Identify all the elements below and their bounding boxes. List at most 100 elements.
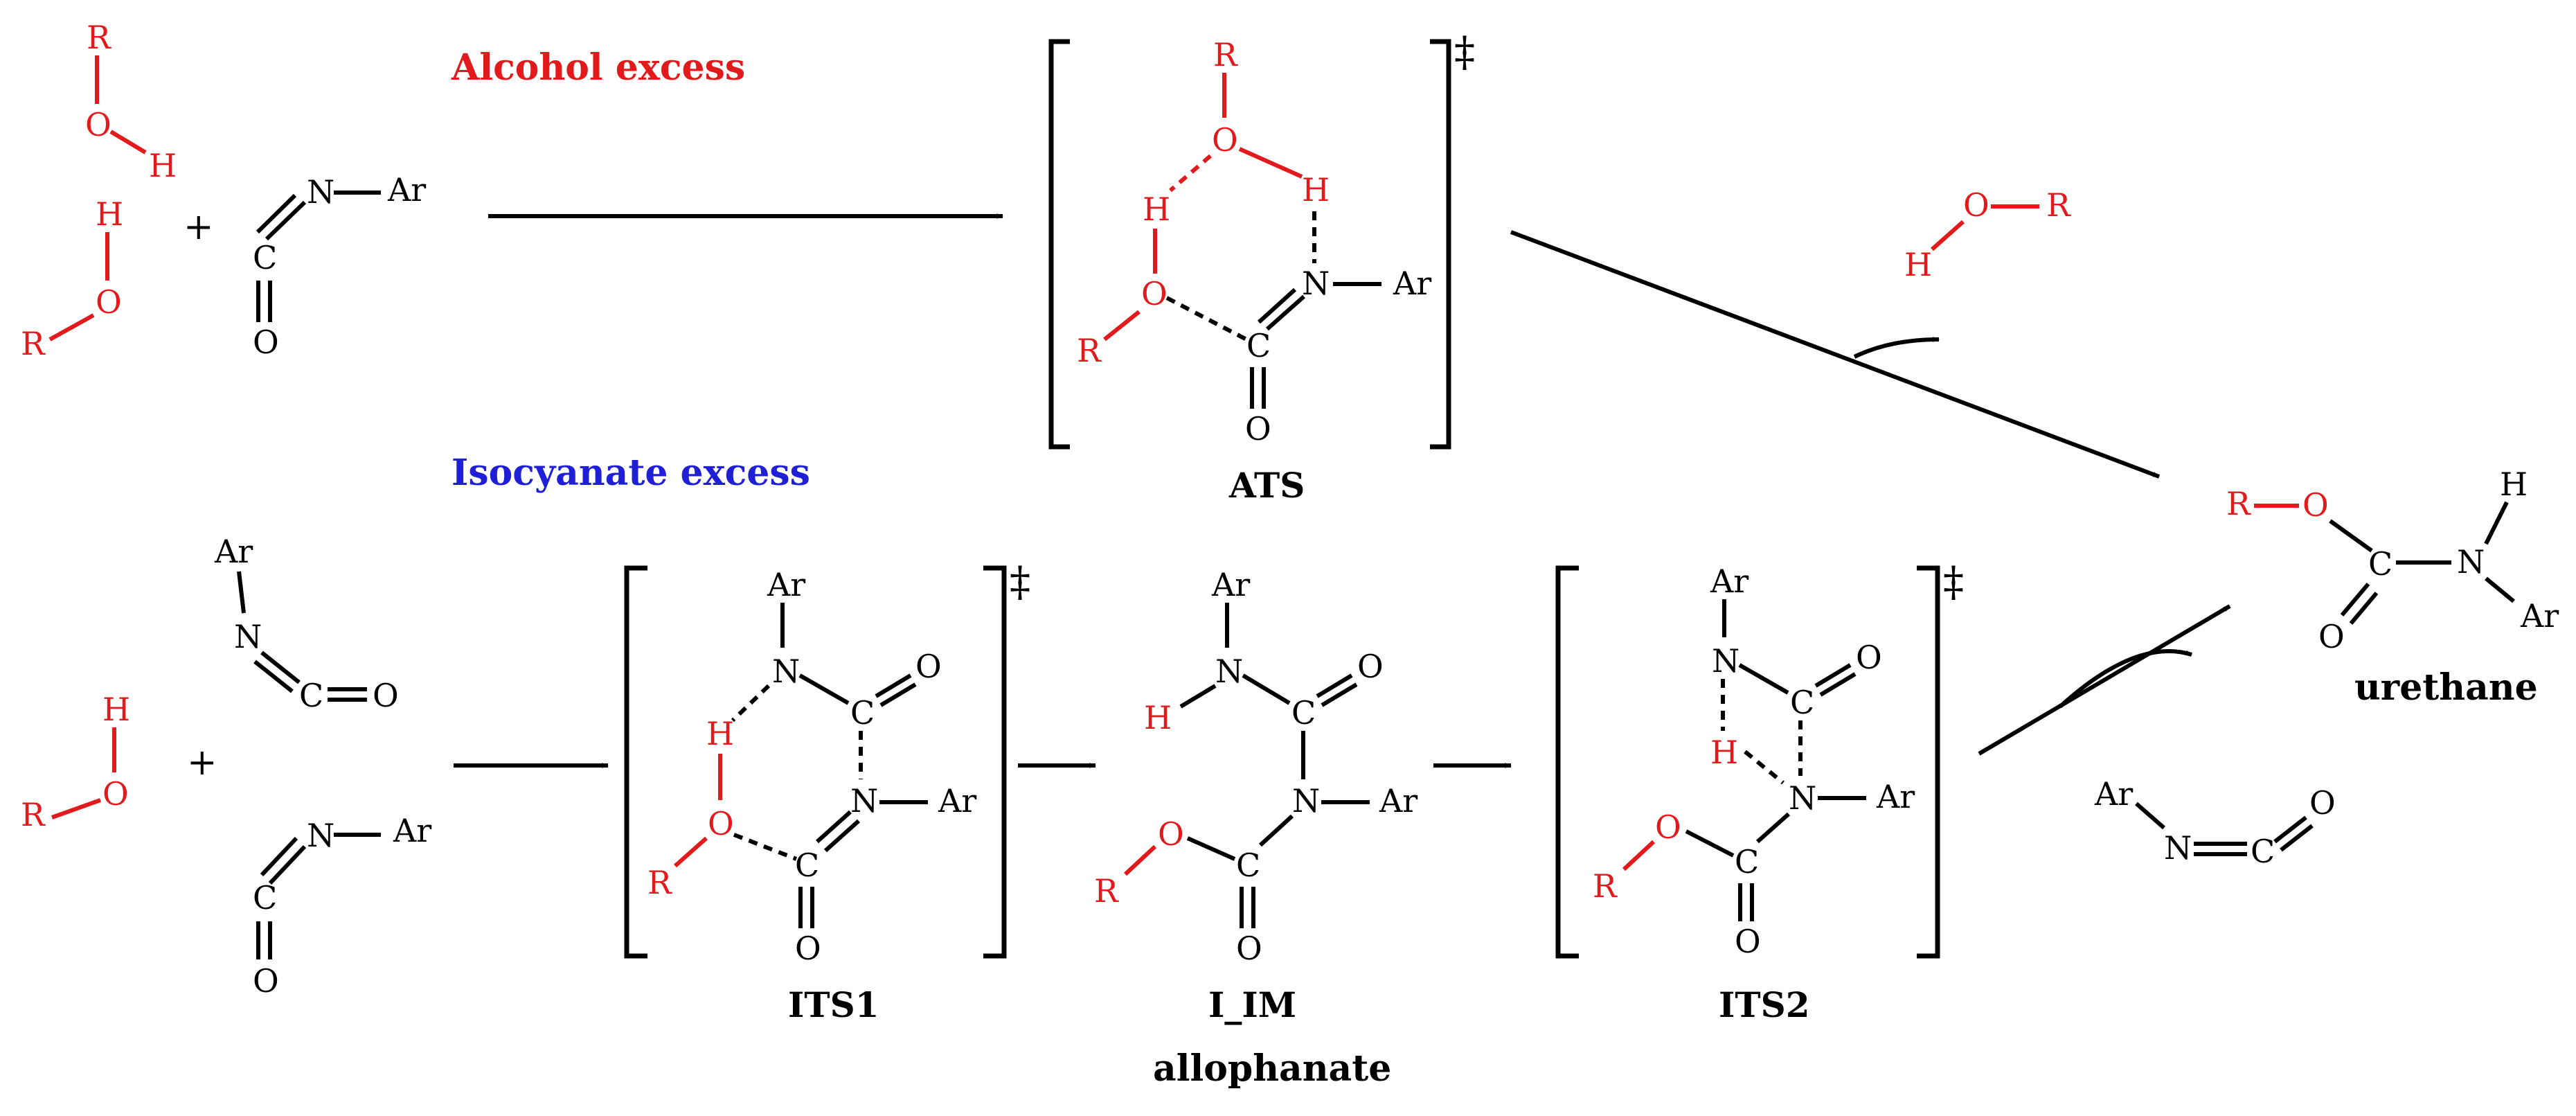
bond-line bbox=[624, 565, 647, 959]
atom-c: C bbox=[1735, 843, 1759, 880]
bond-line bbox=[1685, 829, 1735, 858]
atom-ar: Ar bbox=[2520, 597, 2559, 635]
bond-line bbox=[1169, 154, 1212, 193]
atom-n: N bbox=[234, 618, 262, 655]
its1-transition-state: ‡ Ar N C O H O R N Ar C O bbox=[624, 558, 1030, 967]
atom-ar: Ar bbox=[1393, 265, 1431, 302]
atom-o: O bbox=[1357, 648, 1384, 685]
bond-line bbox=[2273, 815, 2307, 844]
atom-double_dagger: ‡ bbox=[1010, 558, 1030, 606]
atom-n: N bbox=[1789, 779, 1816, 817]
urethane-product: R O C N H Ar O bbox=[2226, 466, 2559, 655]
bond-line bbox=[256, 193, 297, 234]
atom-double_dagger: ‡ bbox=[1454, 28, 1475, 76]
atom-h: H bbox=[2500, 466, 2528, 503]
i-im-allophanate: Ar N H C O N Ar C O R O bbox=[1094, 566, 1417, 967]
atom-o: O bbox=[1856, 639, 1882, 676]
bond-line bbox=[1744, 750, 1785, 785]
arrow-ats-to-urethane bbox=[1510, 230, 2161, 479]
bond-line bbox=[1622, 840, 1656, 871]
atom-double_dagger: ‡ bbox=[1943, 558, 1964, 606]
atom-r: R bbox=[2226, 485, 2251, 522]
atom-c: C bbox=[1236, 847, 1260, 884]
atom-ar: Ar bbox=[393, 812, 431, 849]
atom-n: N bbox=[1215, 653, 1243, 690]
bond-line bbox=[1756, 812, 1790, 844]
bond-line bbox=[1555, 565, 1579, 959]
atom-ar: Ar bbox=[2094, 775, 2133, 813]
bond-line bbox=[1179, 684, 1217, 709]
atom-h: H bbox=[1302, 171, 1330, 209]
bond-line bbox=[2484, 501, 2509, 545]
atom-n: N bbox=[307, 817, 334, 854]
atom-o: O bbox=[253, 962, 279, 1000]
atom-n: N bbox=[1712, 642, 1739, 680]
atom-o: O bbox=[373, 677, 399, 714]
atom-ar: Ar bbox=[1379, 782, 1417, 820]
bond-line bbox=[1814, 663, 1852, 688]
atom-o: O bbox=[915, 648, 942, 685]
bond-line bbox=[1186, 836, 1236, 861]
bond-line bbox=[1242, 673, 1291, 705]
bond-line bbox=[1430, 39, 1451, 450]
isocyanate-molecule-3: N Ar C O bbox=[253, 812, 431, 1000]
bond-line bbox=[253, 659, 294, 693]
atom-n: N bbox=[1292, 782, 1320, 820]
atom-r: R bbox=[647, 864, 672, 901]
bond-line bbox=[1257, 287, 1297, 324]
atom-c: C bbox=[1790, 684, 1814, 721]
atom-h: H bbox=[102, 691, 130, 728]
bond-line bbox=[1819, 672, 1857, 697]
atom-o: O bbox=[96, 283, 122, 321]
atom-o: O bbox=[1141, 275, 1168, 312]
atom-c: C bbox=[795, 847, 819, 884]
bond-line bbox=[1258, 814, 1294, 847]
arrow-release-alcohol bbox=[1853, 337, 1940, 359]
atom-r: R bbox=[1077, 332, 1102, 369]
ats-label: ATS bbox=[1228, 465, 1305, 506]
atom-o: O bbox=[2302, 486, 2329, 524]
bond-line bbox=[1321, 682, 1358, 707]
bond-line bbox=[879, 682, 917, 707]
atom-c: C bbox=[850, 694, 875, 732]
urethane-label: urethane bbox=[2354, 666, 2538, 709]
bond-line bbox=[1931, 220, 1965, 251]
atom-r: R bbox=[2046, 186, 2071, 224]
atom-o: O bbox=[1735, 923, 1761, 960]
atom-h: H bbox=[1144, 699, 1172, 736]
bond-line bbox=[1266, 294, 1305, 331]
bond-line bbox=[1316, 673, 1353, 698]
bond-line bbox=[2340, 583, 2370, 617]
bond-line bbox=[265, 200, 307, 241]
bond-line bbox=[260, 650, 301, 684]
isocyanate-molecule-2: Ar N C O bbox=[214, 533, 399, 714]
atom-h: H bbox=[706, 715, 734, 752]
atom-c: C bbox=[299, 677, 323, 714]
isocyanate-excess-label: Isocyanate excess bbox=[451, 452, 810, 494]
atom-h: H bbox=[96, 195, 123, 233]
atom-n: N bbox=[772, 653, 800, 690]
atom-o: O bbox=[102, 775, 129, 813]
alcohol-molecule-1: R O H bbox=[85, 19, 177, 184]
atom-h: H bbox=[1710, 734, 1738, 771]
atom-o: O bbox=[1212, 121, 1238, 159]
bond-line bbox=[2485, 576, 2515, 603]
alcohol-excess-label: Alcohol excess bbox=[451, 46, 745, 89]
atom-ar: Ar bbox=[1710, 563, 1748, 600]
bond-line bbox=[1917, 565, 1940, 959]
atom-ar: Ar bbox=[938, 782, 976, 820]
bond-line bbox=[815, 810, 852, 844]
atom-c: C bbox=[1291, 694, 1316, 732]
bond-line bbox=[798, 673, 850, 705]
bond-line bbox=[109, 130, 147, 154]
bond-line bbox=[2135, 801, 2165, 830]
atom-r: R bbox=[21, 796, 46, 833]
bond-line bbox=[1048, 39, 1070, 450]
bond-line bbox=[875, 673, 912, 698]
atom-o: O bbox=[1963, 186, 1989, 224]
atom-r: R bbox=[21, 325, 46, 362]
released-isocyanate: Ar N C O bbox=[2094, 775, 2336, 870]
atom-h: H bbox=[1143, 191, 1170, 228]
atom-o: O bbox=[795, 930, 821, 967]
